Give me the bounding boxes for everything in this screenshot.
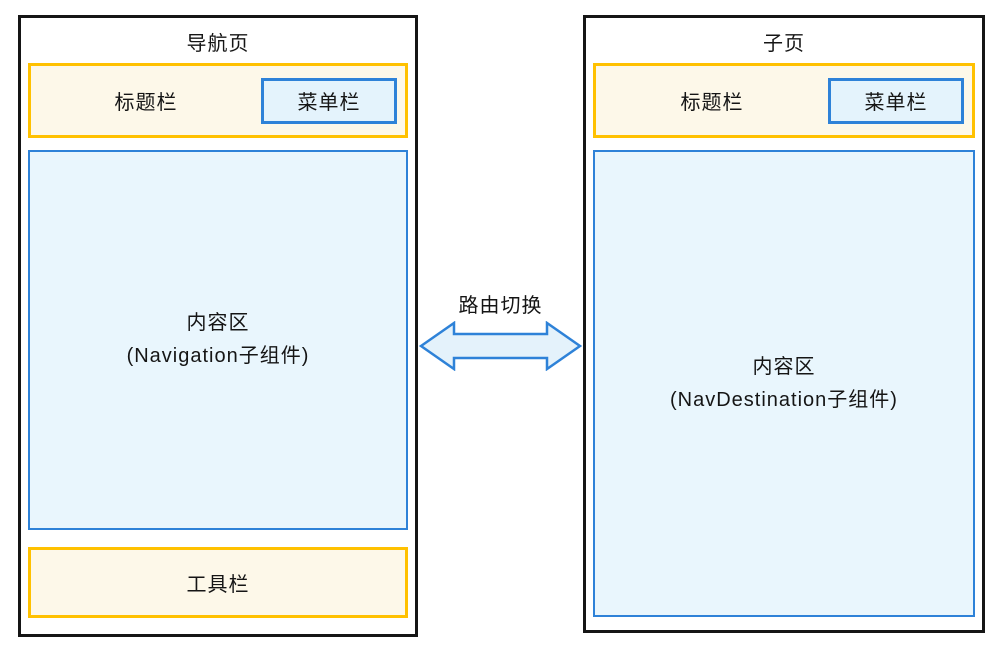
menu-bar-label: 菜单栏 <box>864 92 928 114</box>
navigation-page-title: 导航页 <box>186 33 250 55</box>
content-area-label: 内容区 <box>752 355 816 378</box>
navigation-title-bar: 标题栏 菜单栏 <box>28 63 408 138</box>
menu-bar-box: 菜单栏 <box>261 77 397 124</box>
sub-page-content-area: 内容区 (NavDestination子组件) <box>593 150 975 617</box>
navigation-toolbar: 工具栏 <box>28 547 408 618</box>
double-arrow-icon <box>419 321 582 371</box>
route-switch-label: 路由切换 <box>458 295 543 317</box>
navigation-content-area: 内容区 (Navigation子组件) <box>28 150 408 530</box>
content-area-sublabel: (NavDestination子组件) <box>670 388 898 411</box>
menu-bar-box: 菜单栏 <box>828 77 964 124</box>
sub-page-title-bar: 标题栏 菜单栏 <box>593 63 975 138</box>
sub-page-title: 子页 <box>763 33 805 55</box>
route-switch-connector: 路由切换 <box>418 289 583 371</box>
content-area-label: 内容区 <box>186 312 250 334</box>
menu-bar-label: 菜单栏 <box>297 92 361 114</box>
title-bar-label: 标题栏 <box>680 92 744 114</box>
title-bar-label: 标题栏 <box>114 92 178 114</box>
sub-page-panel: 子页 标题栏 菜单栏 内容区 (NavDestination子组件) <box>583 15 985 633</box>
content-area-sublabel: (Navigation子组件) <box>126 345 310 367</box>
navigation-page-panel: 导航页 标题栏 菜单栏 内容区 (Navigation子组件) 工具栏 <box>18 15 418 637</box>
toolbar-label: 工具栏 <box>186 574 250 596</box>
